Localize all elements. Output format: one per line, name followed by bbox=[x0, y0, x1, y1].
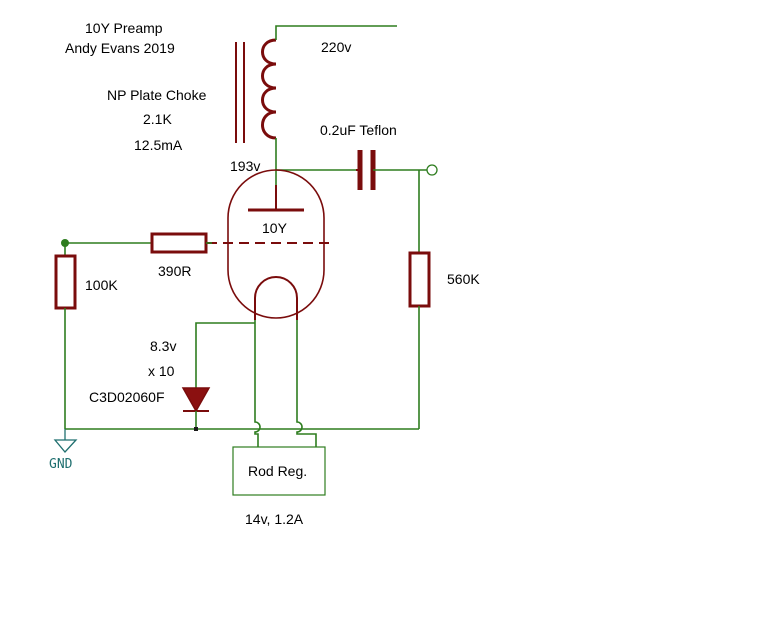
cathode-bias-wire bbox=[195, 322, 255, 388]
regulator-box bbox=[232, 446, 326, 496]
choke-current-label: 12.5mA bbox=[134, 137, 183, 153]
output-terminal[interactable] bbox=[426, 164, 438, 176]
grid-stopper-label: 390R bbox=[158, 263, 191, 279]
grid-resistor bbox=[54, 254, 77, 310]
diode-part-label: C3D02060F bbox=[89, 389, 165, 405]
grid-resistor-label: 100K bbox=[85, 277, 118, 293]
ground-symbol bbox=[53, 439, 78, 453]
grid-stopper-resistor bbox=[150, 232, 208, 254]
title-line-1: 10Y Preamp bbox=[85, 20, 163, 36]
supply-wire bbox=[275, 25, 397, 40]
output-resistor-label: 560K bbox=[447, 271, 480, 287]
regulator-label: Rod Reg. bbox=[248, 463, 307, 479]
tube-filament bbox=[254, 276, 298, 320]
filament-lead-right bbox=[296, 320, 317, 447]
bias-voltage-label: 8.3v bbox=[150, 338, 176, 354]
ground-label: GND bbox=[49, 457, 73, 472]
plate-voltage-label: 193v bbox=[230, 158, 260, 174]
supply-voltage-label: 220v bbox=[321, 39, 351, 55]
bias-diode bbox=[181, 387, 211, 413]
regulator-rating-label: 14v, 1.2A bbox=[245, 511, 304, 527]
filament-lead-left bbox=[254, 320, 261, 447]
plate-choke bbox=[235, 38, 277, 143]
coupling-capacitor bbox=[356, 150, 376, 190]
triode-tube bbox=[207, 169, 330, 320]
choke-value-label: 2.1K bbox=[143, 111, 172, 127]
tube-label: 10Y bbox=[262, 220, 288, 236]
coupling-cap-label: 0.2uF Teflon bbox=[320, 122, 397, 138]
title-line-2: Andy Evans 2019 bbox=[65, 40, 175, 56]
output-resistor bbox=[408, 251, 431, 308]
diode-junction-dot bbox=[194, 427, 198, 431]
choke-name-label: NP Plate Choke bbox=[107, 87, 207, 103]
diode-count-label: x 10 bbox=[148, 363, 175, 379]
